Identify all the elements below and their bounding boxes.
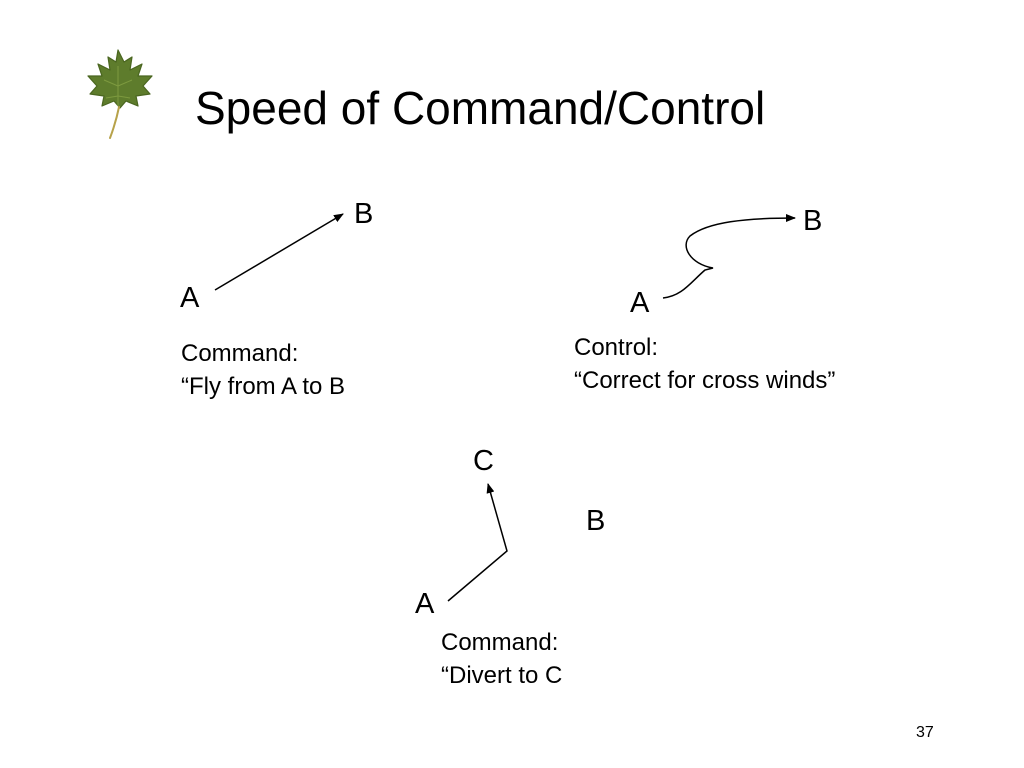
caption-line: “Divert to C (441, 662, 563, 689)
page-title: Speed of Command/Control (195, 82, 766, 134)
caption-line: Command: (181, 340, 299, 367)
caption-line: Control: (574, 334, 659, 361)
caption-line: “Fly from A to B (181, 373, 346, 400)
maple-leaf-icon (87, 49, 153, 139)
page-number: 37 (916, 724, 934, 741)
point-b-label: B (354, 198, 374, 230)
divert-caption: Command: “Divert to C (441, 626, 562, 692)
command-caption: Command: “Fly from A to B (181, 337, 345, 403)
point-a-label: A (180, 282, 200, 314)
point-b-label: B (803, 205, 823, 237)
control-caption: Control: “Correct for cross winds” (574, 331, 835, 397)
point-a-label: A (630, 287, 650, 319)
divert-arrow-a-to-c (447, 483, 508, 602)
control-arrow-a-to-b (662, 214, 796, 299)
point-a-label: A (415, 588, 435, 620)
caption-line: Command: (441, 629, 559, 656)
caption-line: “Correct for cross winds” (574, 367, 836, 394)
point-b-label: B (586, 505, 606, 537)
point-c-label: C (473, 445, 494, 477)
command-arrow-a-to-b (214, 213, 344, 291)
